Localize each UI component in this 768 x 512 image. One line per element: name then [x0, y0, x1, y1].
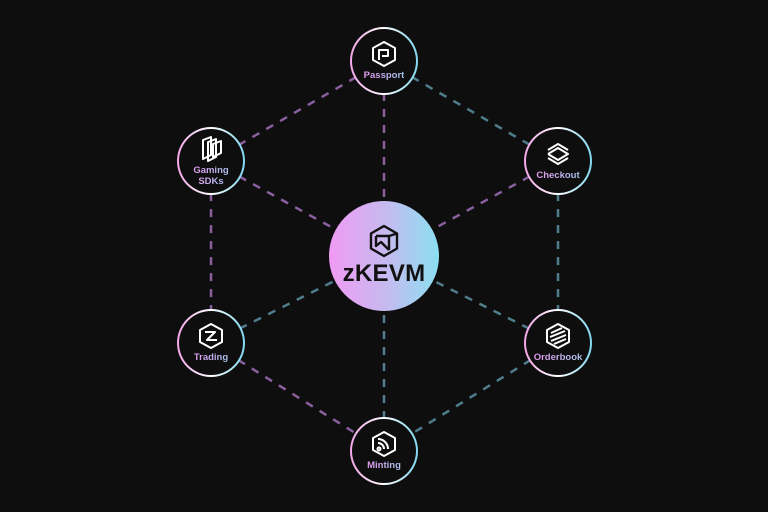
node-label: Checkout [536, 170, 580, 181]
passport-icon [372, 41, 396, 67]
node-passport: Passport [350, 27, 418, 95]
node-body: Trading [179, 311, 243, 375]
node-body: Checkout [526, 129, 590, 193]
node-body: Orderbook [526, 311, 590, 375]
minting-icon [372, 431, 396, 457]
node-body: Minting [352, 419, 416, 483]
node-body: Gaming SDKs [179, 129, 243, 193]
node-minting: Minting [350, 417, 418, 485]
node-orderbook: Orderbook [524, 309, 592, 377]
node-label: Orderbook [533, 352, 583, 363]
zkevm-hub: zKEVM [329, 201, 439, 311]
node-label: Minting [367, 460, 401, 471]
node-label: Passport [363, 70, 405, 81]
trading-icon [199, 323, 223, 349]
node-label: Gaming SDKs [191, 165, 231, 187]
node-checkout: Checkout [524, 127, 592, 195]
hub-label: zKEVM [342, 260, 426, 287]
orderbook-icon [546, 323, 570, 349]
node-body: Passport [352, 29, 416, 93]
gaming-sdks-icon [202, 135, 222, 162]
node-label: Trading [193, 352, 229, 363]
checkout-icon [547, 143, 569, 165]
node-gaming-sdks: Gaming SDKs [177, 127, 245, 195]
node-trading: Trading [177, 309, 245, 377]
cube-icon [369, 224, 399, 258]
